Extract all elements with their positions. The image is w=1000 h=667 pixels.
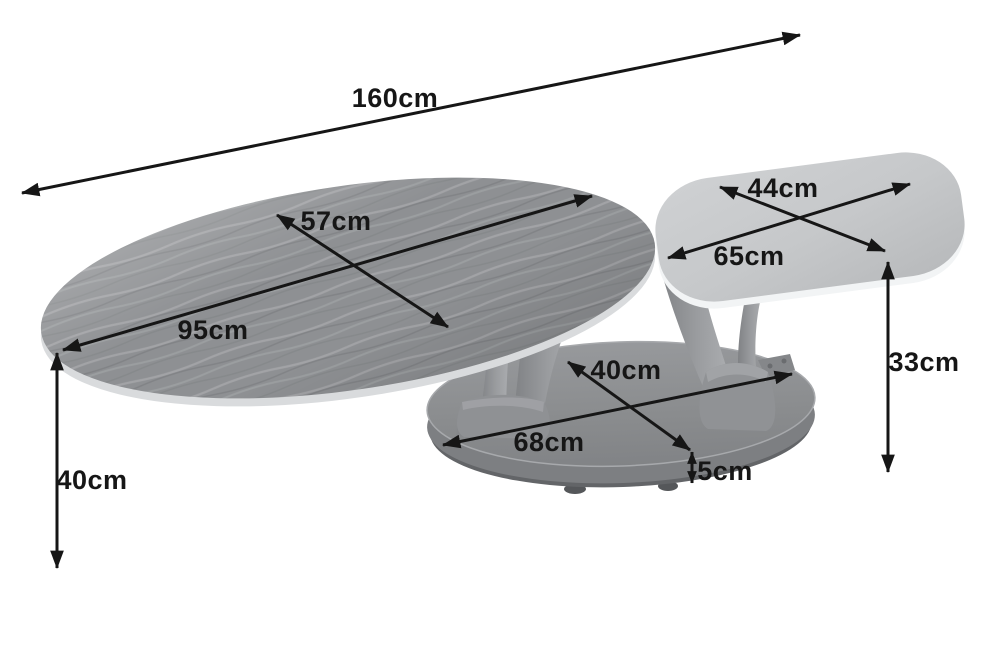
dimension-arrows: [20, 31, 912, 570]
dimension-label-base-depth: 40cm: [590, 355, 661, 385]
bracket-screw: [781, 358, 787, 364]
dimension-arrow-large-top-width: [61, 194, 594, 352]
dimension-labels: 160cm 57cm 95cm 44cm 65cm 33cm 40cm 40cm…: [56, 83, 959, 495]
dimension-arrow-base-width: [441, 370, 794, 449]
dimension-label-small-top-width: 65cm: [713, 241, 784, 271]
dimension-label-large-top-height: 40cm: [56, 465, 127, 495]
dimension-arrow-overall-width: [20, 31, 802, 197]
dimension-label-base-width: 68cm: [513, 427, 584, 457]
dimension-label-base-thickness: 5cm: [697, 456, 753, 486]
dimension-label-small-top-depth: 44cm: [747, 173, 818, 203]
bracket-screw: [767, 363, 773, 369]
dimension-arrow-small-top-width: [666, 182, 912, 260]
dimension-label-small-top-height: 33cm: [888, 347, 959, 377]
dimension-label-large-top-width: 95cm: [177, 315, 248, 345]
dimension-label-large-top-depth: 57cm: [300, 206, 371, 236]
dimension-label-overall-width: 160cm: [352, 83, 439, 113]
small-tabletop: [655, 152, 965, 309]
